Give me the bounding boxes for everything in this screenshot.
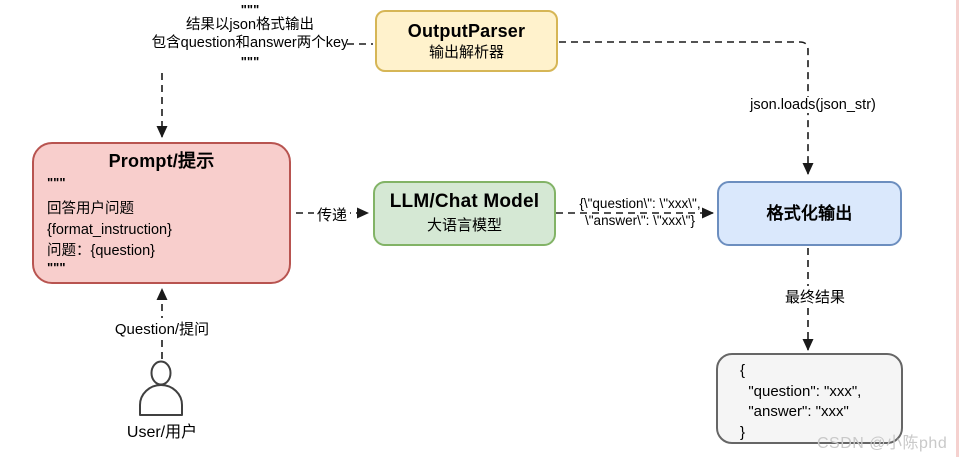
output-parser-node: OutputParser 输出解析器 — [375, 10, 558, 72]
result-line-2: "question": "xxx", — [740, 382, 862, 400]
prompt-line-2: {format_instruction} — [47, 222, 172, 238]
question-label: Question/提问 — [111, 318, 213, 339]
final-result-label: 最终结果 — [781, 286, 849, 307]
llm-node: LLM/Chat Model 大语言模型 — [373, 181, 556, 246]
user-icon — [139, 360, 183, 416]
prompt-node: Prompt/提示 """ 回答用户问题 {format_instruction… — [32, 142, 291, 284]
llm-output-label: {\"question\": \"xxx\", \"answer\": \"xx… — [566, 195, 714, 229]
output-parser-subtitle: 输出解析器 — [428, 44, 504, 61]
formatted-output-title: 格式化输出 — [766, 204, 853, 223]
output-parser-title: OutputParser — [407, 21, 526, 41]
note-quote-open: """ — [240, 2, 260, 17]
llm-title: LLM/Chat Model — [389, 191, 540, 212]
pass-label: 传递 — [313, 204, 351, 225]
note-line-2: 包含question和answer两个key — [151, 35, 349, 51]
parser-instruction-note: """ 结果以json格式输出 包含question和answer两个key "… — [144, 3, 356, 70]
note-line-1: 结果以json格式输出 — [185, 17, 315, 33]
llm-output-line-1: {\"question\": \"xxx\", — [579, 196, 701, 211]
prompt-line-1: 回答用户问题 — [47, 201, 134, 217]
formatted-output-node: 格式化输出 — [717, 181, 902, 246]
result-json-node: { "question": "xxx", "answer": "xxx" } — [716, 353, 903, 444]
result-line-1: { — [740, 362, 746, 379]
llm-subtitle: 大语言模型 — [426, 217, 502, 234]
result-line-3: "answer": "xxx" — [740, 403, 849, 420]
user-label: User/用户 — [126, 424, 198, 441]
page-edge-artifact — [956, 0, 959, 457]
prompt-quote-open: """ — [47, 175, 66, 190]
prompt-body: """ 回答用户问题 {format_instruction} 问题：{ques… — [34, 173, 289, 275]
result-line-4: } — [740, 423, 746, 441]
llm-output-line-2: \"answer\": \"xxx\"} — [585, 213, 695, 228]
prompt-title: Prompt/提示 — [108, 151, 215, 171]
prompt-line-3: 问题：{question} — [47, 243, 156, 259]
watermark: CSDN @小陈phd — [817, 435, 948, 452]
edge-parser-to-formatted-output — [559, 41, 814, 175]
prompt-quote-close: """ — [47, 260, 66, 275]
json-loads-label: json.loads(json_str) — [747, 97, 879, 113]
note-quote-close: """ — [240, 54, 260, 69]
